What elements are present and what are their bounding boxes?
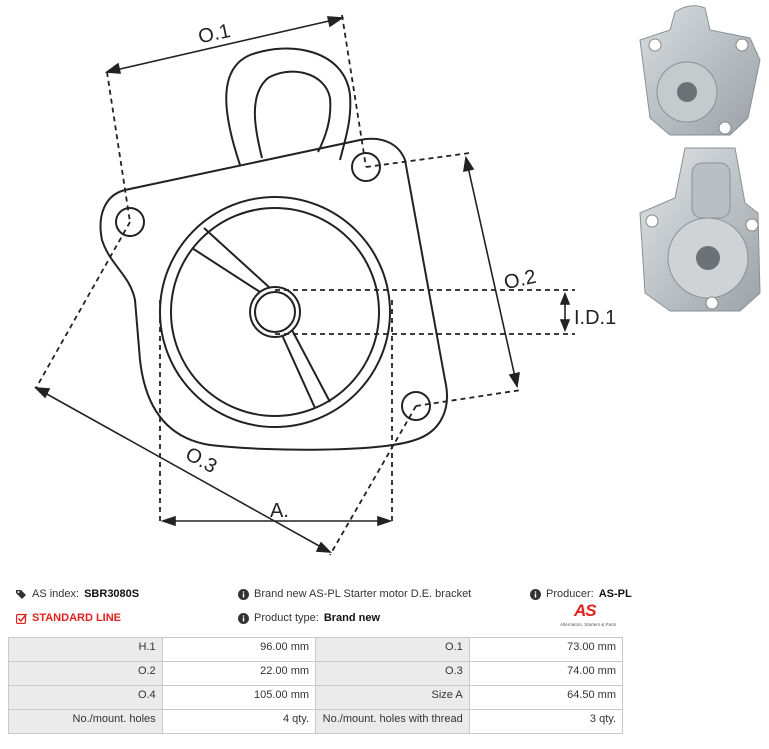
label-id1: I.D.1 [574, 307, 616, 329]
outer-flange-circle [159, 196, 391, 428]
as-index: AS index: SBR3080S [16, 588, 139, 600]
label-a: A. [270, 500, 289, 522]
spec-value: 73.00 mm [468, 637, 624, 662]
bracket-outline [99, 137, 448, 451]
mount-hole-bottom [401, 391, 431, 421]
check-square-icon [16, 613, 27, 624]
as-index-label: AS index: [32, 588, 80, 600]
shaft-inner-circle [254, 291, 296, 333]
table-row: O.2 22.00 mm O.3 74.00 mm [8, 661, 624, 686]
description: Brand new AS-PL Starter motor D.E. brack… [238, 588, 471, 600]
as-index-value: SBR3080S [84, 588, 140, 600]
spec-value: 64.50 mm [468, 685, 624, 710]
logo-text: AS [574, 601, 597, 620]
mount-hole-top [351, 152, 381, 182]
spec-label: O.2 [8, 661, 163, 686]
top-loop-outer [225, 47, 352, 166]
product-type-value: Brand new [323, 612, 381, 624]
producer: Producer: AS-PL [530, 588, 632, 600]
technical-drawing: O.1 O.2 O.3 I.D.1 A. [33, 14, 616, 556]
producer-value: AS-PL [598, 588, 632, 600]
product-photo-front [630, 143, 769, 313]
table-row: No./mount. holes 4 qty. No./mount. holes… [8, 709, 624, 734]
spec-value: 105.00 mm [161, 685, 317, 710]
info-circle-icon [530, 588, 541, 600]
inner-flange-circle [170, 207, 380, 417]
spec-value: 22.00 mm [161, 661, 317, 686]
table-row: H.1 96.00 mm O.1 73.00 mm [8, 637, 624, 662]
spec-value: 74.00 mm [468, 661, 624, 686]
spec-label: Size A [315, 685, 470, 710]
spec-value: 4 qty. [161, 709, 317, 734]
spec-value: 96.00 mm [161, 637, 317, 662]
mount-hole-left [115, 207, 145, 237]
table-row: O.4 105.00 mm Size A 64.50 mm [8, 685, 624, 710]
spec-label: O.4 [8, 685, 163, 710]
standard-line-label: STANDARD LINE [32, 612, 122, 624]
spec-label: O.3 [315, 661, 470, 686]
product-photo-rear [630, 0, 769, 140]
top-loop-inner [253, 70, 332, 159]
spec-label: O.1 [315, 637, 470, 662]
spec-value: 3 qty. [468, 709, 624, 734]
logo-subtitle: Alternators, Starters & Parts [560, 622, 617, 627]
as-pl-logo: AS Alternators, Starters & Parts [560, 601, 624, 631]
producer-label: Producer: [546, 588, 594, 600]
info-circle-icon [238, 588, 249, 600]
spec-label: No./mount. holes with thread [315, 709, 470, 734]
spoke-lower [281, 329, 331, 409]
specs-table: H.1 96.00 mm O.1 73.00 mm O.2 22.00 mm O… [8, 637, 624, 734]
info-circle-icon [238, 612, 249, 624]
tags-icon [16, 589, 27, 600]
product-type-label: Product type: [254, 612, 319, 624]
standard-line: STANDARD LINE [16, 612, 121, 624]
spec-label: H.1 [8, 637, 163, 662]
shaft-outer-circle [249, 286, 301, 338]
product-type: Product type: Brand new [238, 612, 380, 624]
label-o2: O.2 [502, 266, 538, 294]
spoke-upper [191, 227, 271, 293]
spec-label: No./mount. holes [8, 709, 163, 734]
description-text: Brand new AS-PL Starter motor D.E. brack… [254, 588, 472, 600]
